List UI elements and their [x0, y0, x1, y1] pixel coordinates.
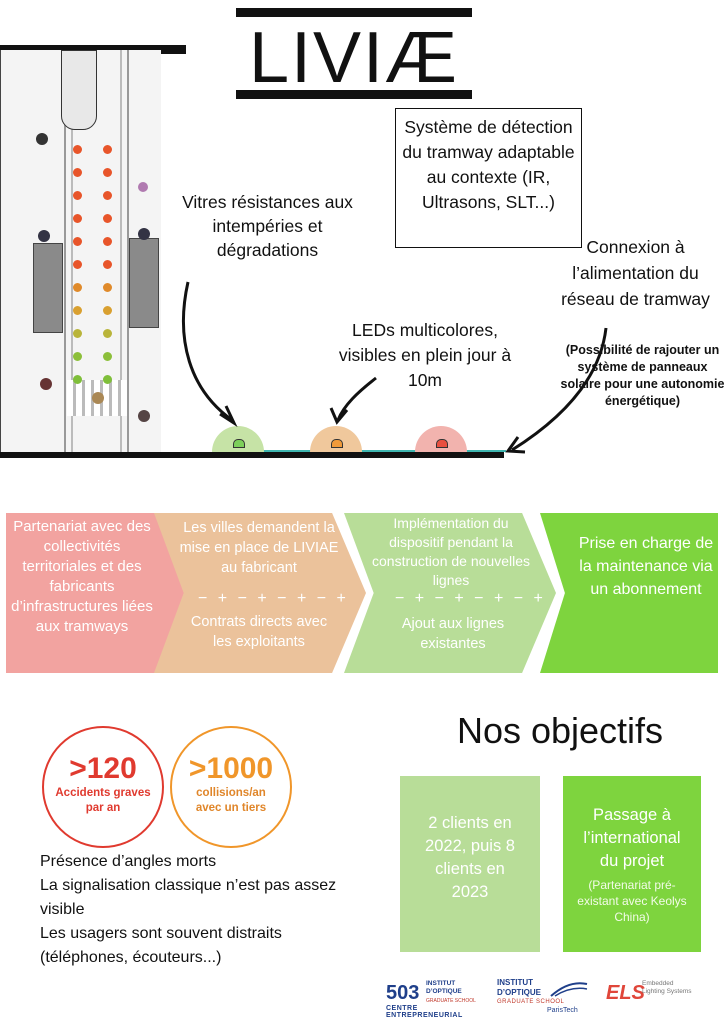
logo-io-sub: GRADUATE SCHOOL	[497, 999, 565, 1005]
annotation-detection: Système de détection du tramway adaptabl…	[402, 117, 575, 212]
rail-left	[64, 50, 66, 454]
pedestrian-icon	[38, 230, 50, 242]
page-title: LIVIÆ	[248, 18, 460, 98]
title-bottom-bar	[236, 90, 472, 99]
process-step-2-separator: − + − + − + − +	[198, 590, 349, 607]
logo-els: ELS Embedded Lighting Systems	[606, 980, 701, 1016]
annotation-arrows	[181, 281, 608, 454]
stat-value: >120	[69, 752, 137, 785]
logo-institut-optique: INSTITUT D’OPTIQUE GRADUATE SCHOOL Paris…	[497, 978, 592, 1016]
process-step-2-top-text: Les villes demandent la mise en place de…	[179, 520, 339, 576]
annotation-power-note: (Possibilité de rajouter un système de p…	[560, 343, 725, 408]
pedestrian-icon	[36, 133, 48, 145]
issues-list: Présence d’angles morts La signalisation…	[40, 850, 350, 970]
logo-io-bottom: ParisTech	[547, 1007, 578, 1014]
tram-vehicle	[61, 50, 97, 130]
title-top-bar	[236, 8, 472, 17]
logo-io-waves-icon	[550, 982, 588, 997]
stat-circle-collisions: >1000 collisions/an avec un tiers	[170, 726, 292, 848]
tram-street-illustration	[0, 50, 161, 454]
objectives-title: Nos objectifs	[456, 710, 664, 751]
logo-503-sub: GRADUATE SCHOOL	[426, 998, 476, 1004]
top-divider-line	[0, 45, 186, 54]
process-step-3-top-text: Implémentation du dispositif pendant la …	[372, 515, 530, 588]
platform-right	[129, 238, 159, 328]
objective-card-1: 2 clients en 2022, puis 8 clients en 202…	[400, 776, 540, 952]
stat-label: collisions/an avec un tiers	[195, 787, 267, 814]
pedestrian-icon	[40, 378, 52, 390]
process-step-2-bottom-text: Contrats directs avec les exploitants	[190, 614, 328, 650]
issue-item: La signalisation classique n’est pas ass…	[40, 877, 337, 918]
objective-card-1-text: 2 clients en 2022, puis 8 clients en 202…	[425, 814, 515, 901]
stat-circle-accidents: >120 Accidents graves par an	[42, 726, 164, 848]
logo-els-name: Embedded Lighting Systems	[642, 980, 692, 995]
detection-box: Système de détection du tramway adaptabl…	[395, 108, 582, 248]
logo-503-name: INSTITUT D’OPTIQUE	[426, 980, 462, 995]
logo-io-name: INSTITUT D’OPTIQUE	[497, 978, 542, 997]
objective-card-2: Passage à l’international du projet (Par…	[563, 776, 701, 952]
stat-label: Accidents graves par an	[55, 787, 151, 814]
process-step-3	[344, 513, 556, 673]
logo-503-number: 503	[386, 982, 420, 1004]
pedestrian-icon	[138, 410, 150, 422]
logo-503-bottom: CENTRE ENTREPRENEURIAL	[386, 1005, 463, 1019]
annotation-windows: Vitres résistances aux intempéries et dé…	[182, 192, 353, 260]
issue-item: Les usagers sont souvent distraits (télé…	[40, 925, 282, 966]
process-step-1	[6, 513, 192, 673]
process-step-1-text: Partenariat avec des collectivités terri…	[11, 518, 153, 635]
objective-card-2-note: (Partenariat pré-existant avec Keolys Ch…	[577, 878, 687, 924]
annotation-power: Connexion à l’alimentation du réseau de …	[561, 237, 710, 309]
rail-inner-right	[120, 50, 122, 454]
annotation-leds: LEDs multicolores, visibles en plein jou…	[338, 320, 512, 390]
ground-line	[0, 452, 504, 458]
rail-inner-left	[71, 50, 73, 454]
pedestrian-icon	[92, 392, 104, 404]
process-step-4	[540, 513, 718, 673]
logo-503: 503 INSTITUT D’OPTIQUE GRADUATE SCHOOL C…	[386, 980, 486, 1019]
process-step-3-separator: − + − + − + − +	[395, 590, 546, 607]
platform-left	[33, 243, 63, 333]
cable-line	[238, 450, 506, 452]
pedestrian-icon	[138, 182, 148, 192]
process-step-4-text: Prise en charge de la maintenance via un…	[578, 535, 714, 598]
pedestrian-icon	[138, 228, 150, 240]
issue-item: Présence d’angles morts	[40, 853, 217, 870]
logo-els-abbr: ELS	[606, 982, 645, 1004]
objective-card-2-text: Passage à l’international du projet	[583, 806, 681, 870]
process-step-2	[154, 513, 366, 673]
process-step-3-bottom-text: Ajout aux lignes existantes	[401, 616, 505, 652]
stat-value: >1000	[188, 752, 274, 785]
rail-right	[127, 50, 129, 454]
